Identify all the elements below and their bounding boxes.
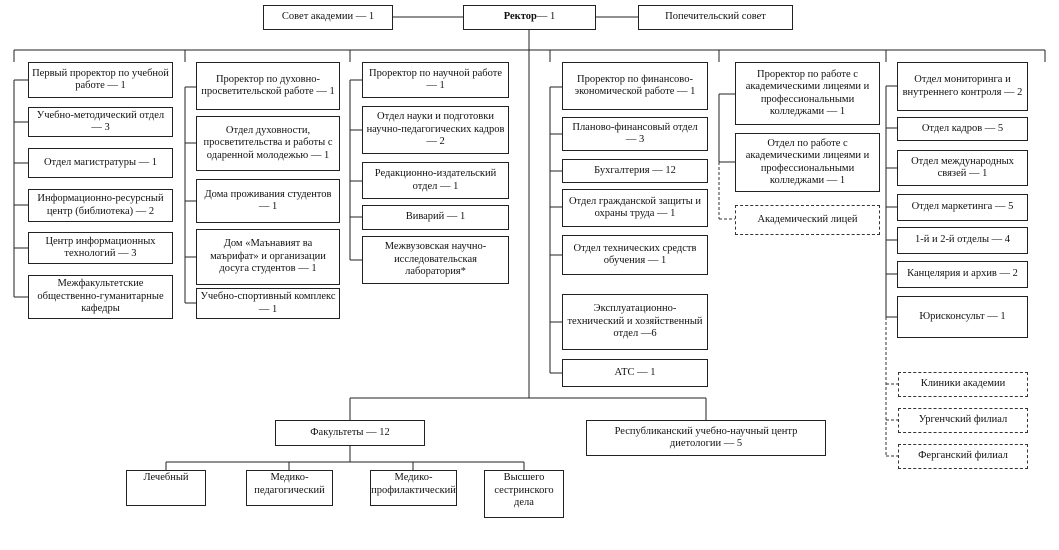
- rector-count: — 1: [536, 11, 556, 23]
- clinics-box: Клиники академии: [898, 372, 1028, 397]
- col1-item-4: Межфакультетские общественно-гуманитарны…: [28, 275, 173, 319]
- col1-item-2: Информационно-ресурсный центр (библиотек…: [28, 189, 173, 222]
- col4-item-4: Эксплуатационно-технический и хозяйствен…: [562, 294, 708, 350]
- faculty-item-3: Высшего сестринского дела: [484, 470, 564, 518]
- col4-item-0: Планово-финансовый отдел — 3: [562, 117, 708, 151]
- science-vice-rector-box: Проректор по научной работе — 1: [362, 62, 509, 98]
- col6-item-2: Отдел международных связей — 1: [897, 150, 1028, 186]
- lyceum-vice-rector-box: Проректор по работе с академическими лиц…: [735, 62, 880, 125]
- faculty-item-2: Медико-профилактический: [370, 470, 457, 506]
- col6-item-5: Канцелярия и архив — 2: [897, 261, 1028, 288]
- col2-item-3: Учебно-спортивный комплекс — 1: [196, 288, 340, 319]
- col4-item-3: Отдел технических средств обучения — 1: [562, 235, 708, 275]
- dietology-center-box: Республиканский учебно-научный центр дие…: [586, 420, 826, 456]
- col1-item-0: Учебно-методический отдел — 3: [28, 107, 173, 137]
- col2-item-1: Дома проживания студентов — 1: [196, 179, 340, 223]
- finance-vice-rector-box: Проректор по финансово-экономической раб…: [562, 62, 708, 110]
- col5-item-0: Отдел по работе с академическими лицеями…: [735, 133, 880, 192]
- col4-item-1: Бухгалтерия — 12: [562, 159, 708, 183]
- col6-item-0: Отдел мониторинга и внутреннего контроля…: [897, 62, 1028, 111]
- col6-item-4: 1-й и 2-й отделы — 4: [897, 227, 1028, 254]
- col4-item-2: Отдел гражданской защиты и охраны труда …: [562, 189, 708, 227]
- col3-item-1: Редакционно-издательский отдел — 1: [362, 162, 509, 199]
- rector-box: Ректор — 1: [463, 5, 596, 30]
- fergana-branch-box: Ферганский филиал: [898, 444, 1028, 469]
- col6-item-6: Юрисконсульт — 1: [897, 296, 1028, 338]
- col1-item-3: Центр информационных технологий — 3: [28, 232, 173, 264]
- col3-item-2: Виварий — 1: [362, 205, 509, 230]
- col1-item-1: Отдел магистратуры — 1: [28, 148, 173, 178]
- rector-title: Ректор: [503, 11, 537, 23]
- col3-item-3: Межвузовская научно-исследовательская ла…: [362, 236, 509, 284]
- academic-lyceum-box: Академический лицей: [735, 205, 880, 235]
- faculty-item-1: Медико-педагогический: [246, 470, 333, 506]
- col3-item-0: Отдел науки и подготовки научно-педагоги…: [362, 106, 509, 154]
- academy-council-box: Совет академии — 1: [263, 5, 393, 30]
- faculties-box: Факультеты — 12: [275, 420, 425, 446]
- spiritual-vice-rector-box: Проректор по духовно-просветительской ра…: [196, 62, 340, 110]
- trustees-box: Попечительский совет: [638, 5, 793, 30]
- col2-item-2: Дом «Маънавият ва маърифат» и организаци…: [196, 229, 340, 285]
- urgench-branch-box: Ургенчский филиал: [898, 408, 1028, 433]
- first-vice-rector-box: Первый проректор по учебной работе — 1: [28, 62, 173, 98]
- faculty-item-0: Лечебный: [126, 470, 206, 506]
- col6-item-3: Отдел маркетинга — 5: [897, 194, 1028, 221]
- col2-item-0: Отдел духовности, просветительства и раб…: [196, 116, 340, 171]
- col4-item-5: АТС — 1: [562, 359, 708, 387]
- col6-item-1: Отдел кадров — 5: [897, 117, 1028, 141]
